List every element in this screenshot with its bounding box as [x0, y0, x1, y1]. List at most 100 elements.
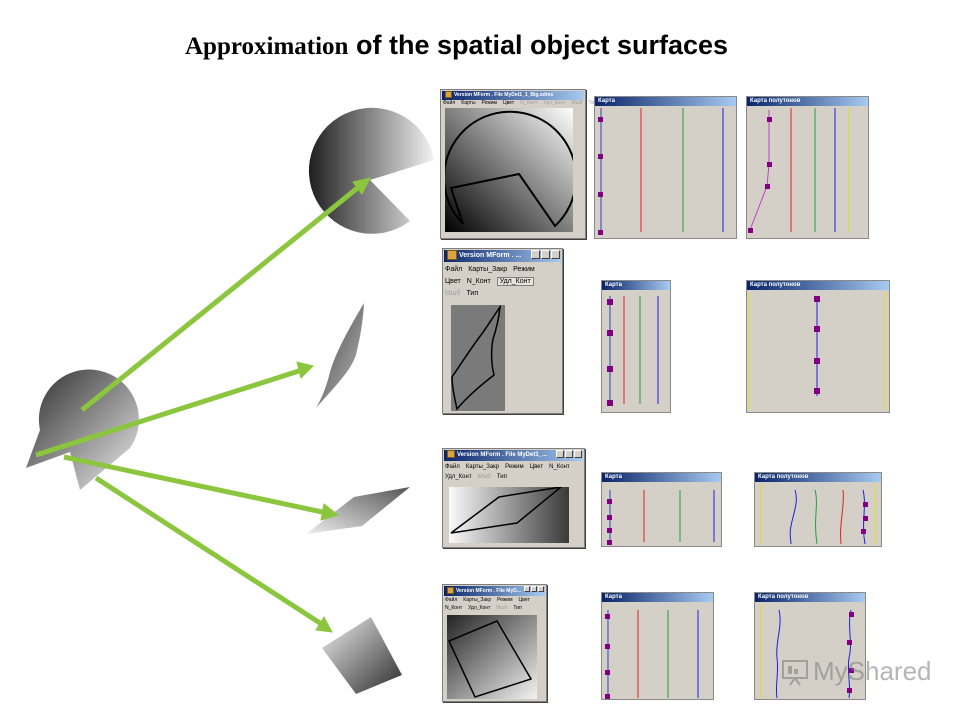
menu-n-cont[interactable]: N_Конт [466, 278, 491, 285]
menu-color[interactable]: Цвет [518, 597, 530, 603]
window-1-titlebar[interactable]: Version MForm . File MyDet1_1_Big.sdres [442, 91, 584, 100]
menu-n-cont[interactable]: N_Конт [549, 464, 570, 470]
halftone-plot-2[interactable]: Карта полутонов [746, 280, 890, 413]
minimize-icon[interactable] [524, 586, 530, 592]
source-sphere-shape [26, 369, 139, 490]
map-plot-3-canvas [607, 490, 715, 545]
app-icon [447, 587, 454, 595]
title-part-2: of the spatial object surfaces [355, 30, 729, 60]
window-3-controls [556, 450, 582, 458]
menu-del-cont[interactable]: Удл_Конт [543, 100, 566, 106]
maximize-icon[interactable] [531, 586, 537, 592]
minimize-icon[interactable] [531, 250, 540, 259]
menu-mode[interactable]: Режим [497, 597, 513, 603]
window-4-controls [524, 586, 544, 592]
halftone-plot-1-canvas [748, 108, 850, 233]
menu-file[interactable]: Файл [445, 597, 458, 603]
menu-maps-close[interactable]: Карты_Закр [463, 597, 492, 603]
close-icon[interactable] [538, 586, 544, 592]
map-plot-2-canvas [607, 296, 659, 406]
watermark-text: MyShared [813, 656, 932, 686]
map-plot-4-canvas [605, 610, 699, 699]
menu-color[interactable]: Цвет [529, 464, 544, 470]
map-plot-1-title: Карта [595, 97, 736, 106]
halftone-plot-3-title: Карта полутонов [755, 473, 881, 482]
halftone-plot-1[interactable]: Карта полутонов [746, 96, 869, 239]
menu-scale[interactable]: Мшб [496, 605, 508, 611]
mform-window-4[interactable]: Version MForm . File MyD... Файл Карты_За… [442, 584, 547, 702]
window-4-title: Version MForm . File MyD... [456, 588, 522, 594]
window-2-menubar: Файл Карты_Закр Режим Цвет N_Конт Удл_Конт М… [445, 264, 560, 300]
halftone-plot-4[interactable]: Карта полутонов [754, 592, 866, 700]
halftone-plot-4-title: Карта полутонов [755, 593, 865, 602]
menu-color[interactable]: Цвет [502, 100, 515, 106]
halftone-plot-2-title: Карта полутонов [747, 281, 889, 290]
menu-type[interactable]: Тип [496, 474, 507, 480]
menu-n-cont[interactable]: N_Конт [520, 100, 538, 106]
menu-mode[interactable]: Режим [513, 266, 535, 273]
maximize-icon[interactable] [541, 250, 550, 259]
window-4-canvas[interactable] [447, 615, 537, 699]
parallelogram-shape [306, 487, 410, 534]
watermark: MyShared [781, 656, 932, 687]
menu-scale[interactable]: Мшб [571, 100, 583, 106]
map-plot-3[interactable]: Карта [601, 472, 722, 547]
halftone-plot-2-canvas [748, 292, 886, 410]
menu-file[interactable]: Файл [445, 464, 460, 470]
app-icon [445, 91, 452, 99]
menu-maps-close[interactable]: Карты_Закр [465, 464, 500, 470]
window-2-canvas[interactable] [451, 305, 505, 411]
window-1-canvas[interactable] [445, 108, 573, 232]
mform-window-1[interactable]: Version MForm . File MyDet1_1_Big.sdres … [440, 89, 597, 239]
mform-window-2[interactable]: Version MForm . ... Файл Карты_Закр Режим … [442, 248, 563, 414]
title-part-1: Approximation [185, 33, 349, 60]
halftone-plot-1-title: Карта полутонов [747, 97, 868, 106]
maximize-icon[interactable] [565, 450, 573, 458]
presentation-icon [782, 659, 808, 686]
window-3-canvas[interactable] [449, 487, 569, 543]
mform-window-3[interactable]: Version MForm . File MyDet1_... Файл Карт… [442, 448, 585, 548]
menu-n-cont[interactable]: N_Конт [445, 605, 463, 611]
window-3-menubar: Файл Карты_Закр Режим Цвет N_Конт Удл_Конт Мш… [445, 462, 582, 482]
menu-type[interactable]: Тип [588, 100, 597, 106]
map-plot-4[interactable]: Карта [601, 592, 714, 700]
window-1-menubar: Файл Карты Режим Цвет N_Конт Удл_Конт Мшб Тип [443, 100, 597, 106]
minimize-icon[interactable] [556, 450, 564, 458]
map-plot-2-title: Карта [602, 281, 670, 290]
menu-mode[interactable]: Режим [505, 464, 524, 470]
menu-file[interactable]: Файл [445, 266, 463, 273]
window-4-titlebar[interactable]: Version MForm . File MyD... [444, 586, 545, 596]
map-plot-1[interactable]: Карта [594, 96, 737, 239]
menu-del-cont[interactable]: Удл_Конт [468, 605, 491, 611]
halftone-plot-3-canvas [760, 484, 876, 545]
menu-del-cont[interactable]: Удл_Конт [496, 277, 534, 286]
menu-color[interactable]: Цвет [445, 278, 461, 285]
shapes-illustration [26, 107, 434, 694]
menu-del-cont[interactable]: Удл_Конт [445, 474, 472, 480]
map-plot-3-title: Карта [602, 473, 721, 482]
menu-mode[interactable]: Режим [481, 100, 497, 106]
menu-file[interactable]: Файл [443, 100, 456, 106]
menu-type[interactable]: Тип [513, 605, 522, 611]
menu-scale[interactable]: Мшб [477, 474, 491, 480]
menu-scale[interactable]: Мшб [445, 290, 461, 297]
window-2-controls [531, 250, 560, 259]
halftone-plot-3[interactable]: Карта полутонов [754, 472, 882, 547]
app-icon [447, 250, 457, 261]
square-shape [322, 617, 402, 694]
halftone-plot-4-canvas [760, 604, 854, 699]
curved-sheet-shape [316, 303, 364, 408]
menu-type[interactable]: Тип [466, 290, 479, 297]
window-3-titlebar[interactable]: Version MForm . File MyDet1_... [444, 450, 583, 461]
close-icon[interactable] [574, 450, 582, 458]
menu-maps[interactable]: Карты [461, 100, 476, 106]
page-title: Approximation of the spatial object surf… [185, 30, 728, 61]
map-plot-4-title: Карта [602, 593, 713, 602]
window-4-menubar: Файл Карты_Закр Режим Цвет N_Конт Удл_Конт Мш… [445, 596, 544, 612]
window-1-title: Version MForm . File MyDet1_1_Big.sdres [454, 92, 554, 98]
window-2-title: Version MForm . ... [459, 252, 522, 259]
app-icon [447, 450, 455, 459]
map-plot-2[interactable]: Карта [601, 280, 671, 413]
close-icon[interactable] [551, 250, 560, 259]
menu-maps-close[interactable]: Карты_Закр [468, 266, 508, 273]
